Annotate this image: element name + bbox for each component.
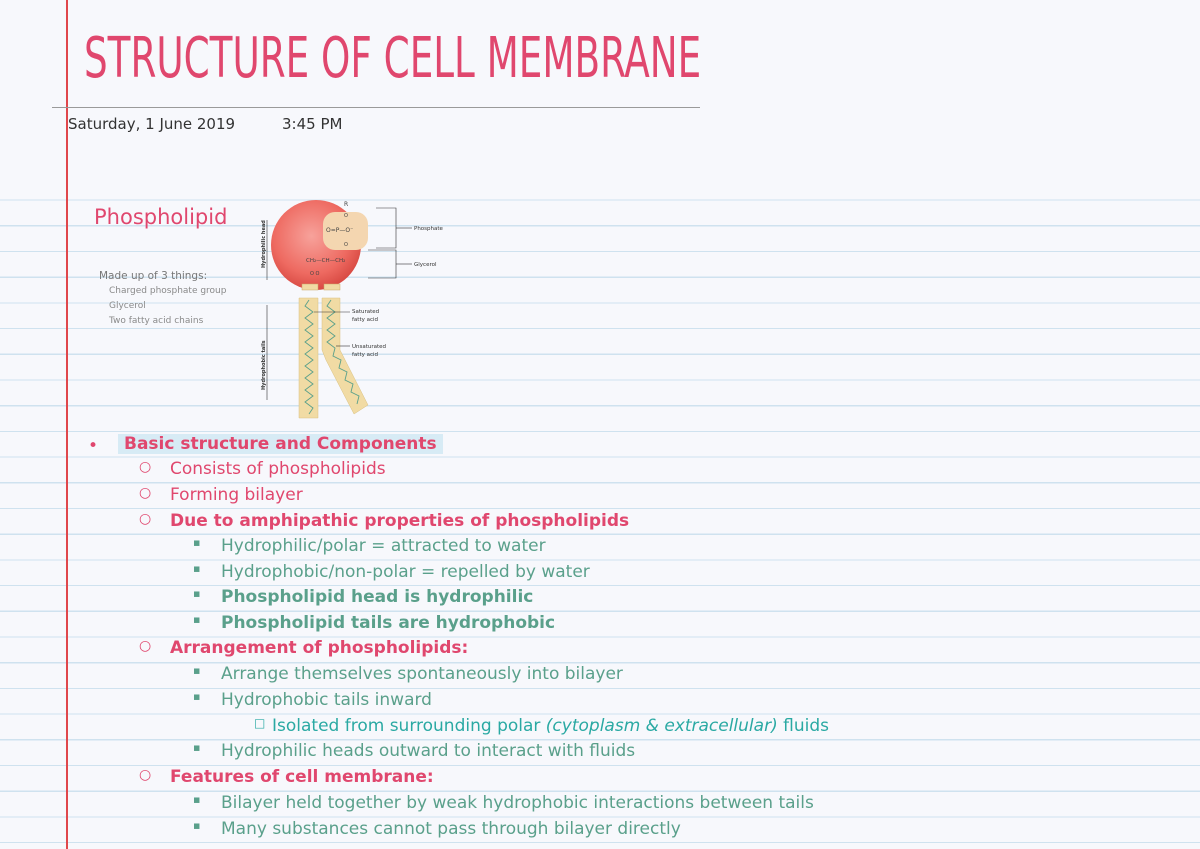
note-italic-text: (cytoplasm & extracellular) xyxy=(545,716,778,736)
hydrophobic-tails-label: Hydrophobic tails xyxy=(261,340,267,390)
saturated-callout: Saturated xyxy=(352,309,379,315)
title-divider xyxy=(52,107,700,108)
note-line[interactable]: Many substances cannot pass through bila… xyxy=(221,819,681,839)
square-bullet-icon: ▪ xyxy=(193,562,201,575)
square-bullet-icon: ▪ xyxy=(193,536,201,549)
square-bullet-icon: ▪ xyxy=(193,613,201,626)
note-text: fluids xyxy=(777,716,829,736)
unsaturated-callout: Unsaturated xyxy=(352,344,386,350)
hollow-square-bullet-icon: □ xyxy=(254,716,266,730)
component-item[interactable]: Two fatty acid chains xyxy=(109,316,204,326)
square-bullet-icon: ▪ xyxy=(193,690,201,703)
circle-bullet-icon: ○ xyxy=(139,638,152,654)
phosphate-callout: Phosphate xyxy=(414,226,444,232)
component-item[interactable]: Glycerol xyxy=(109,301,146,311)
phospholipid-diagram: Hydrophilic head Hydrophobic tails R O O… xyxy=(261,200,444,419)
note-line[interactable]: Phospholipid tails are hydrophobic xyxy=(221,613,556,633)
svg-text:O: O xyxy=(344,213,348,219)
circle-bullet-icon: ○ xyxy=(139,767,152,783)
note-line[interactable]: Hydrophobic tails inward xyxy=(221,690,432,710)
square-bullet-icon: ▪ xyxy=(193,741,201,754)
hydrophilic-head-label: Hydrophilic head xyxy=(261,220,267,268)
note-line[interactable]: Hydrophilic heads outward to interact wi… xyxy=(221,741,636,761)
component-item[interactable]: Charged phosphate group xyxy=(109,286,227,296)
square-bullet-icon: ▪ xyxy=(193,793,201,806)
note-line[interactable]: Bilayer held together by weak hydrophobi… xyxy=(221,793,814,813)
note-line[interactable]: Consists of phospholipids xyxy=(170,459,386,479)
note-line[interactable]: Arrange themselves spontaneously into bi… xyxy=(221,664,623,684)
note-line[interactable]: Forming bilayer xyxy=(170,485,303,505)
note-line[interactable]: Arrangement of phospholipids: xyxy=(170,638,469,658)
note-line[interactable]: Hydrophobic/non-polar = repelled by wate… xyxy=(221,562,590,582)
page-title[interactable]: STRUCTURE OF CELL MEMBRANE xyxy=(84,26,702,91)
glycerol-callout: Glycerol xyxy=(414,262,437,268)
circle-bullet-icon: ○ xyxy=(139,459,152,475)
section-heading[interactable]: Basic structure and Components xyxy=(118,434,443,454)
note-text: Isolated from surrounding polar xyxy=(272,716,546,736)
page-date: Saturday, 1 June 2019 xyxy=(68,115,236,133)
note-line[interactable]: Hydrophilic/polar = attracted to water xyxy=(221,536,546,556)
note-line[interactable]: Due to amphipathic properties of phospho… xyxy=(170,511,630,531)
margin-line xyxy=(66,0,68,849)
page-header-area xyxy=(0,0,1200,176)
svg-text:O=P—O⁻: O=P—O⁻ xyxy=(326,227,353,234)
saturated-tail xyxy=(298,297,319,419)
unsaturated-tail xyxy=(321,297,369,415)
note-line[interactable]: Isolated from surrounding polar (cytopla… xyxy=(272,716,829,736)
circle-bullet-icon: ○ xyxy=(139,485,152,501)
svg-text:CH₂—CH—CH₂: CH₂—CH—CH₂ xyxy=(306,258,345,264)
square-bullet-icon: ▪ xyxy=(193,664,201,677)
page-time: 3:45 PM xyxy=(282,115,343,133)
bullet-dot-icon: • xyxy=(88,436,99,456)
section-heading-text: Basic structure and Components xyxy=(118,434,443,454)
svg-text:O: O xyxy=(344,242,348,248)
svg-text:fatty acid: fatty acid xyxy=(352,317,378,323)
svg-text:R: R xyxy=(344,201,348,208)
made-up-of-label[interactable]: Made up of 3 things: xyxy=(99,270,208,282)
square-bullet-icon: ▪ xyxy=(193,819,201,832)
phospholipid-heading[interactable]: Phospholipid xyxy=(94,205,228,229)
svg-text:O O: O O xyxy=(310,271,320,277)
svg-text:fatty acid: fatty acid xyxy=(352,352,378,358)
note-line[interactable]: Features of cell membrane: xyxy=(170,767,434,787)
square-bullet-icon: ▪ xyxy=(193,587,201,600)
circle-bullet-icon: ○ xyxy=(139,511,152,527)
note-line[interactable]: Phospholipid head is hydrophilic xyxy=(221,587,534,607)
